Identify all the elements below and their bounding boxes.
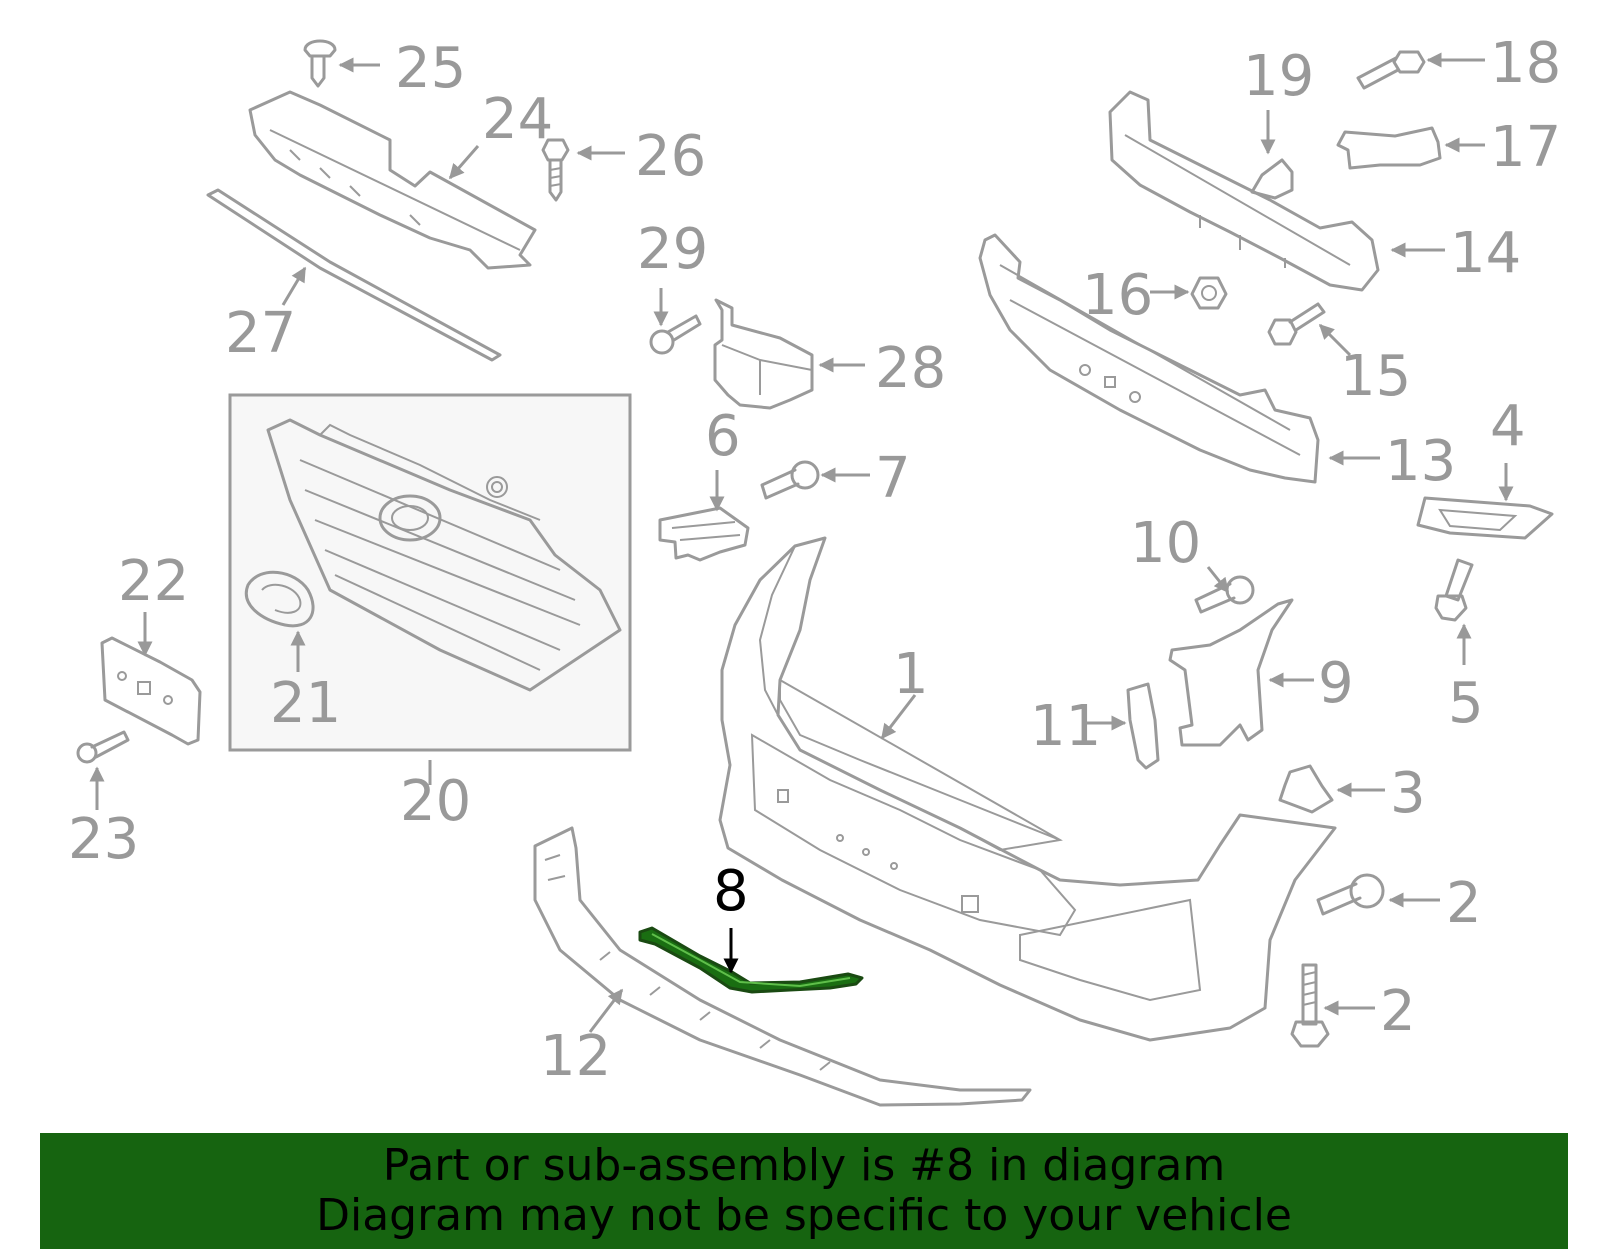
callout-17: 17 bbox=[1490, 115, 1561, 180]
callout-24: 24 bbox=[482, 87, 553, 152]
callout-25: 25 bbox=[395, 36, 466, 101]
part-3-clip bbox=[1278, 764, 1334, 814]
callout-14: 14 bbox=[1450, 221, 1521, 286]
info-banner: Part or sub-assembly is #8 in diagram Di… bbox=[40, 1133, 1568, 1249]
callout-6: 6 bbox=[705, 404, 741, 469]
part-11-pad bbox=[1126, 682, 1160, 770]
callout-8-highlight: 8 bbox=[713, 859, 749, 924]
part-19-clip bbox=[1250, 158, 1294, 200]
callout-2b: 2 bbox=[1380, 979, 1416, 1044]
callout-4: 4 bbox=[1490, 394, 1526, 459]
callout-11: 11 bbox=[1030, 694, 1101, 759]
callout-23: 23 bbox=[68, 807, 139, 872]
part-10-screw bbox=[1194, 575, 1255, 614]
part-9-bracket bbox=[1168, 598, 1294, 747]
part-22-bracket bbox=[100, 636, 202, 746]
callout-28: 28 bbox=[875, 336, 946, 401]
part-26-bolt bbox=[541, 138, 570, 202]
callout-2a: 2 bbox=[1446, 871, 1482, 936]
callout-7: 7 bbox=[875, 446, 911, 511]
part-28-bracket bbox=[713, 298, 814, 410]
callout-12: 12 bbox=[540, 1024, 611, 1089]
callout-13: 13 bbox=[1385, 429, 1456, 494]
part-13-absorber bbox=[978, 233, 1320, 484]
callout-15: 15 bbox=[1340, 344, 1411, 409]
part-2-bolt-b bbox=[1290, 963, 1330, 1048]
banner-line-2: Diagram may not be specific to your vehi… bbox=[316, 1190, 1292, 1241]
part-23-screw bbox=[76, 730, 130, 764]
part-24-bracket bbox=[248, 90, 537, 270]
part-15-bolt bbox=[1267, 302, 1326, 346]
part-16-nut bbox=[1190, 276, 1228, 310]
part-29-bolt bbox=[649, 314, 702, 355]
callout-labels: 25 24 26 27 29 28 6 7 19 18 17 14 16 15 … bbox=[68, 31, 1561, 1089]
callout-19: 19 bbox=[1243, 44, 1314, 109]
callout-20: 20 bbox=[400, 769, 471, 834]
leader-lines bbox=[89, 52, 1514, 1033]
part-27-strip bbox=[206, 188, 502, 362]
part-5-bolt bbox=[1434, 558, 1474, 622]
callout-29: 29 bbox=[637, 217, 708, 282]
callout-27: 27 bbox=[225, 301, 296, 366]
grille-assembly-box bbox=[228, 393, 632, 752]
callout-26: 26 bbox=[635, 124, 706, 189]
part-18-bolt bbox=[1356, 50, 1426, 90]
part-8-molding bbox=[638, 926, 864, 994]
banner-line-1: Part or sub-assembly is #8 in diagram bbox=[382, 1140, 1226, 1191]
callout-5: 5 bbox=[1448, 671, 1484, 736]
callout-10: 10 bbox=[1130, 511, 1201, 576]
part-1-bumper-cover bbox=[718, 536, 1337, 1042]
part-7-screw bbox=[760, 460, 820, 500]
part-2-bolt-a bbox=[1316, 873, 1385, 916]
callout-16: 16 bbox=[1082, 263, 1153, 328]
part-25-clip bbox=[303, 39, 337, 88]
callout-18: 18 bbox=[1490, 31, 1561, 96]
emblem-21 bbox=[244, 570, 315, 628]
part-6-bracket bbox=[658, 506, 750, 562]
part-14-beam bbox=[1108, 90, 1380, 292]
callout-9: 9 bbox=[1318, 651, 1354, 716]
part-4-reflector bbox=[1416, 496, 1554, 540]
callout-1: 1 bbox=[893, 642, 929, 707]
callout-22: 22 bbox=[118, 549, 189, 614]
callout-21: 21 bbox=[270, 671, 341, 736]
part-17-bracket bbox=[1336, 126, 1442, 170]
callout-3: 3 bbox=[1390, 761, 1426, 826]
